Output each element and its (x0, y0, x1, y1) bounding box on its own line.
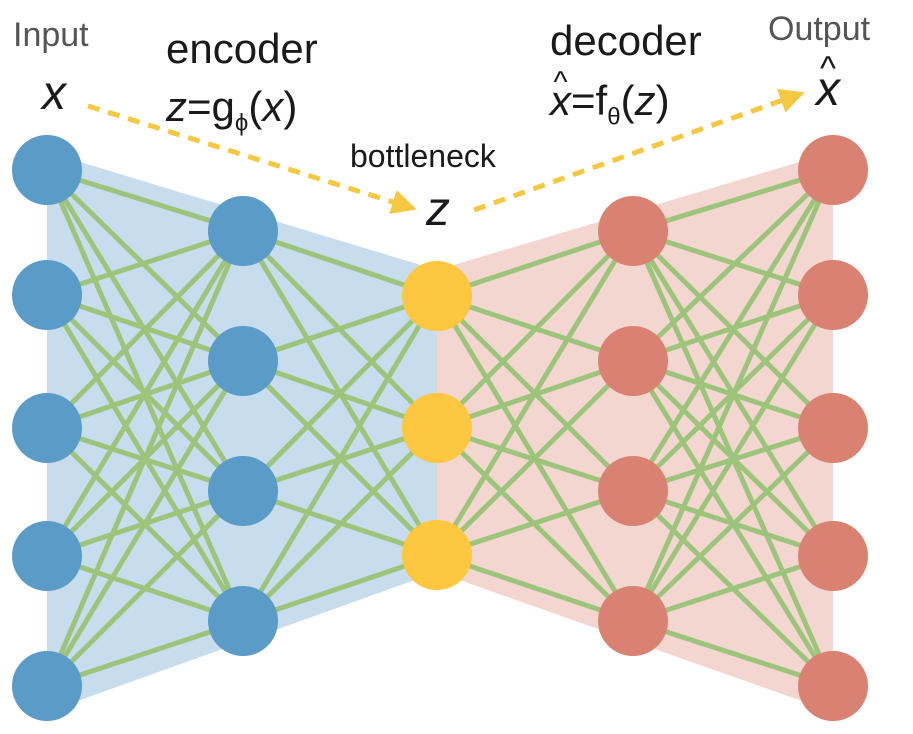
encoder-eq-z: z (166, 83, 187, 130)
connection-decoder-hidden-4-to-output-2 (630, 293, 836, 623)
bottleneck-to-output-arrow (473, 88, 805, 213)
bottleneck-node-2 (402, 393, 472, 463)
decoder-hidden-node-2 (598, 326, 668, 396)
output-node-1 (798, 135, 868, 205)
connection-bottleneck-3-to-decoder-hidden-1 (434, 229, 636, 557)
nodes (12, 135, 868, 721)
bottleneck-label: bottleneck (350, 138, 496, 174)
connection-input-3-to-encoder-hidden-1 (45, 229, 245, 430)
input-node-4 (12, 521, 82, 591)
output-node-3 (798, 393, 868, 463)
input-node-1 (12, 135, 82, 205)
decoder-eq-fn: f (595, 77, 608, 124)
decoder-hidden-node-3 (598, 456, 668, 526)
decoder-hidden-node-4 (598, 586, 668, 656)
encoder-eq-subscript: ϕ (234, 109, 249, 137)
decoder-hat-glyph: ^ (553, 66, 568, 99)
input-to-bottleneck-arrow (87, 103, 417, 214)
encoder-hidden-node-1 (208, 196, 278, 266)
input-node-2 (12, 260, 82, 330)
encoder-hidden-node-4 (208, 586, 278, 656)
connection-decoder-hidden-4-to-output-3 (631, 426, 835, 623)
output-node-2 (798, 260, 868, 330)
encoder-eq-fn: g (211, 83, 235, 130)
connection-encoder-hidden-4-to-bottleneck-1 (240, 294, 440, 623)
connection-encoder-hidden-3-to-bottleneck-1 (241, 294, 439, 493)
encoder-region (47, 152, 437, 712)
connection-decoder-hidden-4-to-output-5 (632, 618, 834, 689)
output-node-5 (798, 651, 868, 721)
decoder-eq-equals: = (571, 77, 596, 124)
decoder-eq-x: x (550, 77, 571, 124)
encoder-eq-close-paren: ) (283, 83, 298, 130)
connection-bottleneck-2-to-decoder-hidden-1 (435, 229, 635, 430)
connection-decoder-hidden-3-to-output-1 (630, 168, 836, 493)
input-label: Input (13, 16, 89, 54)
connection-decoder-hidden-4-to-output-4 (632, 553, 834, 624)
connection-input-5-to-encoder-hidden-1 (44, 230, 246, 687)
connection-input-5-to-encoder-hidden-3 (45, 489, 245, 688)
decoder-eq-xhat: ^ x (550, 68, 571, 124)
output-node-4 (798, 521, 868, 591)
encoder-eq-x: x (262, 83, 284, 130)
bottleneck-variable: z (426, 183, 450, 236)
output-hat-glyph: ^ (820, 50, 836, 88)
decoder-eq-close-paren: ) (655, 77, 670, 124)
connection-encoder-hidden-4-to-bottleneck-2 (241, 426, 439, 623)
decoder-equation: ^ x =fθ(z) (550, 68, 670, 131)
decoder-title: decoder (550, 17, 702, 64)
input-node-5 (12, 651, 82, 721)
decoder-region (437, 152, 833, 712)
output-variable: ^ x (816, 52, 840, 116)
connection-bottleneck-3-to-decoder-hidden-2 (435, 359, 635, 557)
bottleneck-node-3 (402, 520, 472, 590)
bottleneck-node-1 (402, 261, 472, 331)
decoder-eq-z: z (634, 77, 656, 124)
output-var-letter: x (816, 63, 840, 116)
connection-input-4-to-encoder-hidden-1 (44, 229, 246, 558)
decoder-eq-subscript: θ (607, 103, 621, 131)
connection-decoder-hidden-2-to-output-1 (631, 168, 835, 363)
encoder-equation: z=gϕ(x) (166, 86, 297, 135)
connection-decoder-hidden-4-to-output-1 (630, 168, 836, 623)
encoder-title: encoder (166, 25, 318, 72)
encoder-hidden-node-2 (208, 326, 278, 396)
connection-input-5-to-encoder-hidden-2 (44, 359, 246, 688)
decoder-eq-open-paren: ( (620, 77, 635, 124)
input-variable: x (42, 67, 66, 120)
output-var-hat: ^ x (816, 52, 840, 116)
input-node-3 (12, 393, 82, 463)
output-label: Output (768, 10, 871, 48)
encoder-hidden-node-3 (208, 456, 278, 526)
encoder-eq-open-paren: ( (248, 83, 263, 130)
encoder-eq-equals: = (187, 83, 212, 130)
decoder-hidden-node-1 (598, 196, 668, 266)
